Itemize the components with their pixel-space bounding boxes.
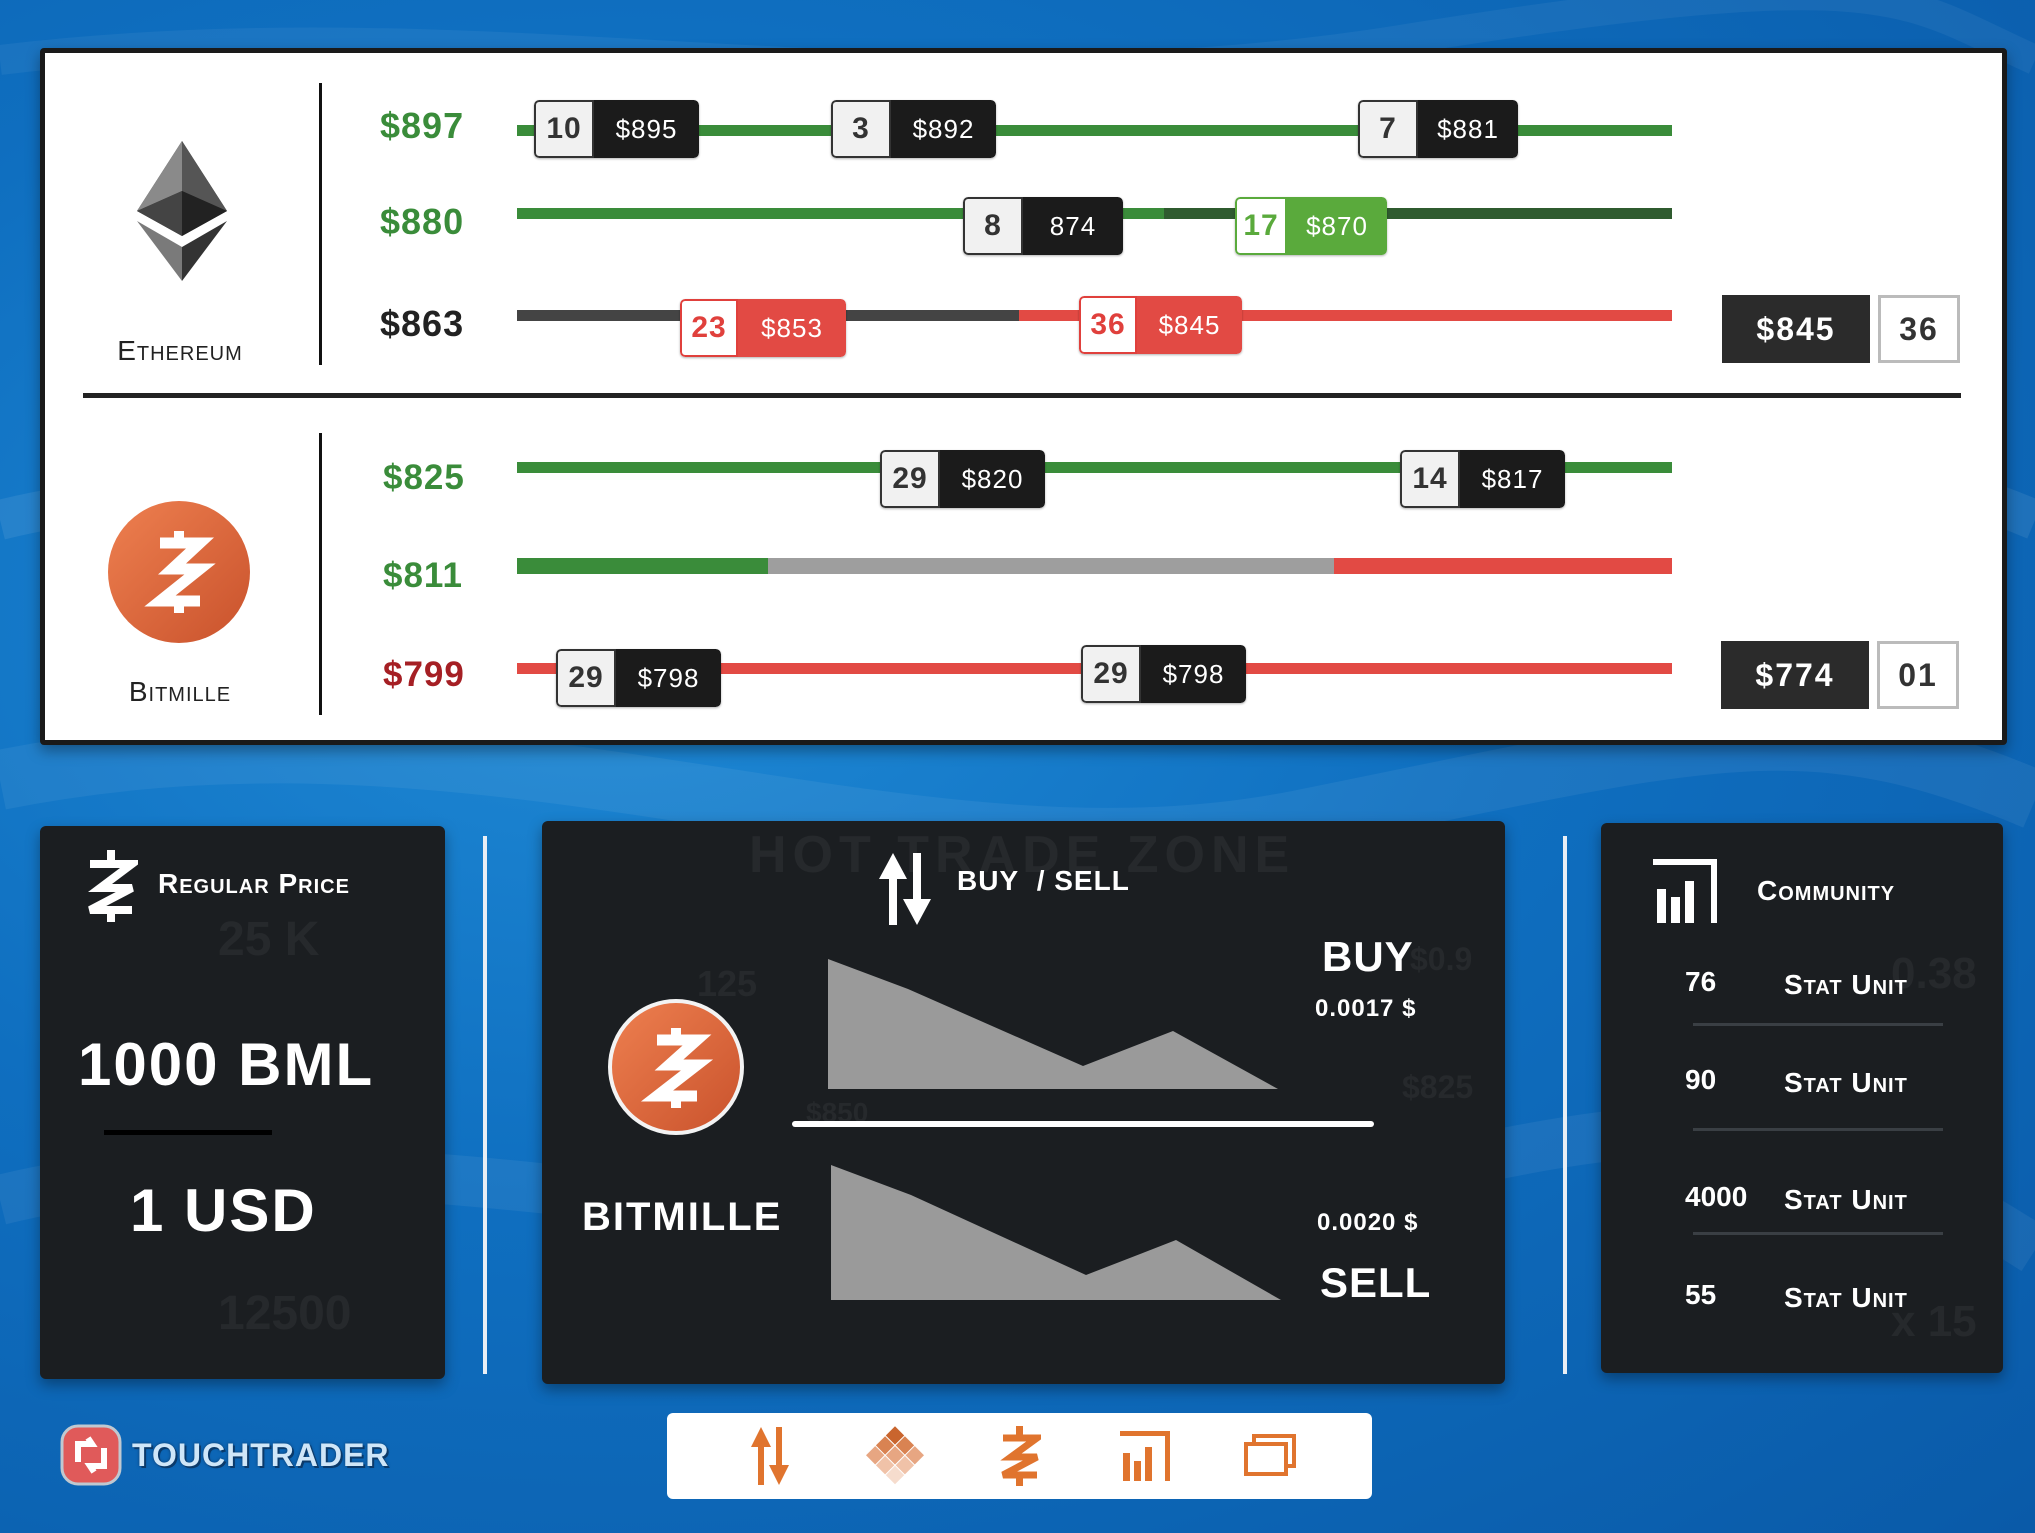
ethereum-separator [319, 83, 322, 365]
bit-row2-price: $811 [383, 556, 463, 595]
bit-row3-price: $799 [383, 655, 465, 694]
order-book-panel: Ethereum $897 10 $895 3 $892 7 $881 $880… [40, 48, 2007, 745]
coin-divider [83, 393, 1961, 398]
eth-summary-qty: 36 [1878, 295, 1960, 363]
regular-price-usd: 1 USD [130, 1177, 317, 1244]
trade-divider [792, 1121, 1374, 1127]
trade-ghost-c: $825 [1402, 1069, 1474, 1105]
community-label-3: Stat Unit [1784, 1184, 1908, 1215]
community-value-2: 90 [1685, 1064, 1717, 1095]
community-title: Community [1757, 875, 1896, 906]
bit-summary-price: $774 [1721, 641, 1869, 709]
sell-value: 0.0020 $ [1317, 1209, 1419, 1236]
eth-row1-track [517, 125, 1672, 136]
buy-value: 0.0017 $ [1315, 995, 1417, 1022]
bit-summary: $774 01 [1721, 641, 1959, 709]
ethereum-block: Ethereum [45, 53, 315, 393]
brand-logo: TOUCHTRADER [58, 1422, 390, 1488]
windows-icon [1243, 1434, 1296, 1476]
community-label-4: Stat Unit [1784, 1282, 1908, 1313]
bitmille-icon [999, 1426, 1041, 1486]
bitmille-label: Bitmille [128, 676, 232, 707]
buy-sell-arrows-icon [879, 853, 931, 925]
eth-row1-tag-1[interactable]: 10 $895 [534, 100, 699, 158]
eth-summary-price: $845 [1722, 295, 1870, 363]
regular-price-bml: 1000 BML [78, 1031, 375, 1098]
eth-row2-tag-2[interactable]: 17 $870 [1235, 197, 1387, 255]
community-ghost-a: 0.38 [1891, 949, 1977, 998]
hot-trade-zone-ghost: HOT TRADE ZONE [749, 826, 1296, 884]
bit-row2-track [517, 558, 1672, 574]
eth-row1-tag-3[interactable]: 7 $881 [1358, 100, 1518, 158]
regular-price-divider [104, 1130, 272, 1135]
eth-row1-tag-2[interactable]: 3 $892 [831, 100, 996, 158]
trade-header-sell: / SELL [1036, 865, 1130, 896]
regular-price-title: Regular Price [158, 868, 350, 899]
eth-row2-tag-1[interactable]: 8 874 [963, 197, 1123, 255]
community-label-2: Stat Unit [1784, 1067, 1908, 1098]
community-value-4: 55 [1685, 1279, 1717, 1310]
bit-summary-qty: 01 [1877, 641, 1959, 709]
bar-chart-icon [1653, 859, 1717, 923]
right-divider [1563, 836, 1567, 1374]
eth-row3-tag-2[interactable]: 36 $845 [1079, 296, 1242, 354]
community-value-3: 4000 [1685, 1181, 1748, 1212]
bitmille-block: Bitmille [45, 403, 315, 743]
left-divider [483, 836, 487, 1374]
nav-market-button[interactable] [860, 1421, 930, 1491]
bit-row1-tag-1[interactable]: 29 $820 [880, 450, 1045, 508]
ethereum-icon [137, 141, 227, 281]
nav-buy-sell-button[interactable] [735, 1421, 805, 1491]
trade-header: BUY / SELL [957, 865, 1130, 897]
trade-ghost-b: $0.9 [1410, 941, 1473, 977]
eth-summary: $845 36 [1722, 295, 1960, 363]
community-value-1: 76 [1685, 966, 1717, 997]
eth-row3-price: $863 [380, 303, 465, 344]
buy-label[interactable]: BUY [1322, 933, 1414, 980]
community-rule-3 [1693, 1232, 1943, 1235]
brand-name: TOUCHTRADER [132, 1436, 390, 1473]
eth-row2-track [517, 208, 1672, 219]
buy-sell-icon [750, 1427, 789, 1485]
sell-label[interactable]: SELL [1320, 1259, 1432, 1306]
bit-row1-tag-2[interactable]: 14 $817 [1400, 450, 1565, 508]
ethereum-label: Ethereum [117, 335, 243, 366]
regular-price-ghost-1: 25 K [218, 913, 320, 966]
trade-coin-label: BITMILLE [582, 1195, 783, 1239]
bit-row3-tag-2[interactable]: 29 $798 [1081, 645, 1246, 703]
eth-row2-price: $880 [380, 201, 465, 242]
community-label-1: Stat Unit [1784, 969, 1908, 1000]
bit-row1-price: $825 [383, 458, 465, 497]
eth-row1-price: $897 [380, 105, 465, 146]
nav-windows-button[interactable] [1235, 1421, 1305, 1491]
community-rule-1 [1693, 1023, 1943, 1026]
community-panel: 0.38 x 15 Community 76 Stat Unit 90 Stat… [1601, 823, 2003, 1373]
bitmille-coin-icon [608, 999, 744, 1135]
bit-row1-track [517, 462, 1672, 473]
trade-header-buy: BUY [957, 865, 1020, 896]
bit-row3-tag-1[interactable]: 29 $798 [556, 649, 721, 707]
trade-ghost-a: 125 [697, 963, 758, 1004]
community-ghost-b: x 15 [1891, 1297, 1977, 1346]
bottom-nav [667, 1413, 1372, 1499]
regular-price-panel: 25 K 12500 Regular Price 1000 BML 1 USD [40, 826, 445, 1379]
buy-area-chart [828, 959, 1278, 1089]
bitmille-separator [319, 433, 322, 715]
chart-icon [1119, 1431, 1170, 1481]
sell-area-chart [831, 1165, 1281, 1300]
trade-panel: HOT TRADE ZONE 125 $0.9 $825 $850 BUY / … [542, 821, 1505, 1384]
touchtrader-logo-icon [60, 1424, 122, 1486]
community-rule-2 [1693, 1128, 1943, 1131]
nav-bitmille-button[interactable] [985, 1421, 1055, 1491]
eth-row3-tag-1[interactable]: 23 $853 [680, 299, 846, 357]
grid-diamond-icon [865, 1426, 924, 1485]
nav-stats-button[interactable] [1110, 1421, 1180, 1491]
bitmille-coin-icon [108, 501, 250, 643]
regular-price-ghost-2: 12500 [218, 1287, 352, 1340]
bitmille-icon [88, 850, 138, 922]
